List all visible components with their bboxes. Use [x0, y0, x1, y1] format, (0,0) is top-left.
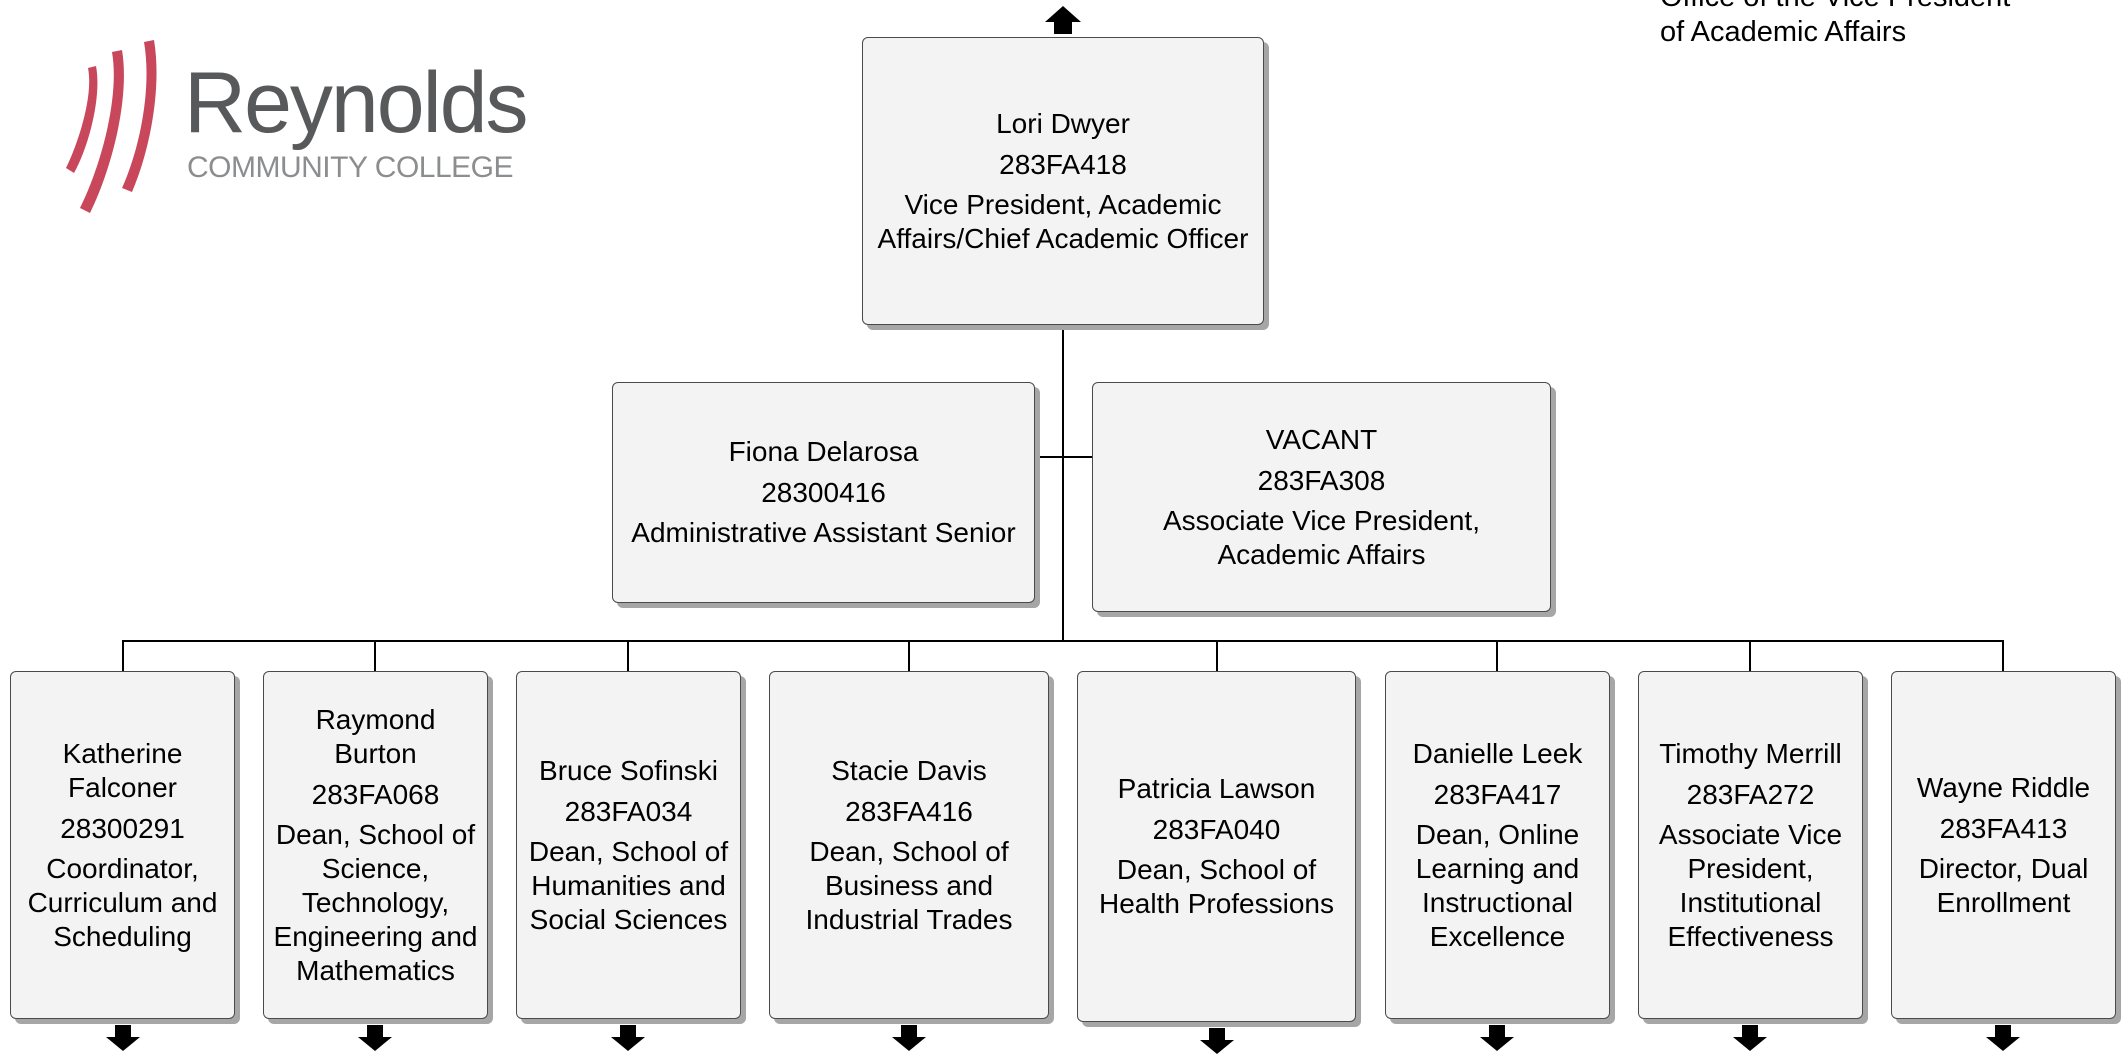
- node-title: Dean, Online Learning and Instructional …: [1415, 818, 1580, 952]
- node-name: Katherine Falconer: [62, 737, 183, 803]
- connector-drop-5: [1216, 640, 1218, 672]
- node-code: 283FA040: [1152, 814, 1281, 845]
- node-name: Lori Dwyer: [996, 107, 1130, 139]
- node-title: Associate Vice President, Institutional …: [1658, 818, 1843, 952]
- arrow-down-icon: [358, 1025, 392, 1051]
- node-name: Danielle Leek: [1412, 737, 1583, 769]
- node-code: 283FA034: [564, 795, 693, 827]
- arrow-down-icon: [1480, 1025, 1514, 1051]
- reynolds-mark-icon: [66, 40, 157, 213]
- node-code: 28300416: [761, 477, 886, 508]
- node-code: 283FA068: [311, 778, 440, 810]
- org-node-vice-president[interactable]: Lori Dwyer 283FA418 Vice President, Acad…: [862, 37, 1264, 325]
- node-title: Coordinator, Curriculum and Scheduling: [27, 852, 218, 952]
- node-name: Timothy Merrill: [1659, 737, 1842, 769]
- node-title: Vice President, Academic Affairs/Chief A…: [877, 188, 1249, 254]
- node-title: Dean, School of Science, Technology, Eng…: [273, 818, 478, 986]
- node-name: Raymond Burton: [315, 703, 436, 769]
- org-node-report-3[interactable]: Bruce Sofinski 283FA034 Dean, School of …: [516, 671, 741, 1019]
- node-code: 283FA308: [1257, 464, 1386, 496]
- org-node-report-8[interactable]: Wayne Riddle 283FA413 Director, Dual Enr…: [1891, 671, 2116, 1019]
- connector-reports-horizontal: [122, 640, 2004, 642]
- logo-wordmark: Reynolds: [184, 55, 529, 151]
- connector-drop-3: [627, 640, 629, 672]
- node-title: Administrative Assistant Senior: [631, 517, 1016, 548]
- node-name: VACANT: [1265, 423, 1378, 455]
- node-title: Dean, School of Business and Industrial …: [805, 835, 1013, 935]
- connector-staff-horizontal: [1040, 456, 1092, 458]
- node-code: 283FA413: [1939, 812, 2068, 844]
- node-title: Dean, School of Health Professions: [1098, 854, 1334, 919]
- node-code: 283FA416: [845, 795, 973, 827]
- arrow-down-icon: [892, 1025, 926, 1051]
- org-node-assistant[interactable]: Fiona Delarosa 28300416 Administrative A…: [612, 382, 1035, 603]
- node-title: Dean, School of Humanities and Social Sc…: [528, 835, 729, 935]
- node-name: Wayne Riddle: [1916, 771, 2091, 803]
- org-node-report-7[interactable]: Timothy Merrill 283FA272 Associate Vice …: [1638, 671, 1863, 1019]
- node-name: Stacie Davis: [831, 754, 987, 786]
- connector-drop-1: [122, 640, 124, 672]
- org-node-report-6[interactable]: Danielle Leek 283FA417 Dean, Online Lear…: [1385, 671, 1610, 1019]
- node-code: 28300291: [60, 812, 185, 844]
- node-name: Bruce Sofinski: [539, 754, 718, 786]
- arrow-down-icon: [1986, 1025, 2020, 1051]
- node-title: Associate Vice President, Academic Affai…: [1163, 504, 1480, 570]
- org-node-report-1[interactable]: Katherine Falconer 28300291 Coordinator,…: [10, 671, 235, 1019]
- logo-subtitle: COMMUNITY COLLEGE: [187, 151, 514, 184]
- node-name: Patricia Lawson: [1117, 773, 1316, 804]
- arrow-up-icon: [1045, 6, 1081, 34]
- node-code: 283FA418: [999, 148, 1127, 180]
- org-node-associate-vp[interactable]: VACANT 283FA308 Associate Vice President…: [1092, 382, 1551, 612]
- arrow-down-icon: [106, 1025, 140, 1051]
- node-name: Fiona Delarosa: [728, 436, 919, 467]
- node-code: 283FA272: [1686, 778, 1815, 810]
- connector-drop-8: [2002, 640, 2004, 672]
- arrow-down-icon: [1200, 1028, 1234, 1054]
- node-code: 283FA417: [1433, 778, 1562, 810]
- connector-drop-7: [1749, 640, 1751, 672]
- org-node-report-2[interactable]: Raymond Burton 283FA068 Dean, School of …: [263, 671, 488, 1019]
- connector-main-vertical: [1062, 326, 1064, 642]
- connector-drop-6: [1496, 640, 1498, 672]
- connector-drop-4: [908, 640, 910, 672]
- chart-title: Office of the Vice President of Academic…: [1660, 0, 2010, 48]
- org-node-report-4[interactable]: Stacie Davis 283FA416 Dean, School of Bu…: [769, 671, 1049, 1019]
- arrow-down-icon: [1733, 1025, 1767, 1051]
- node-title: Director, Dual Enrollment: [1918, 852, 2089, 918]
- connector-drop-2: [374, 640, 376, 672]
- arrow-down-icon: [611, 1025, 645, 1051]
- org-node-report-5[interactable]: Patricia Lawson 283FA040 Dean, School of…: [1077, 671, 1356, 1022]
